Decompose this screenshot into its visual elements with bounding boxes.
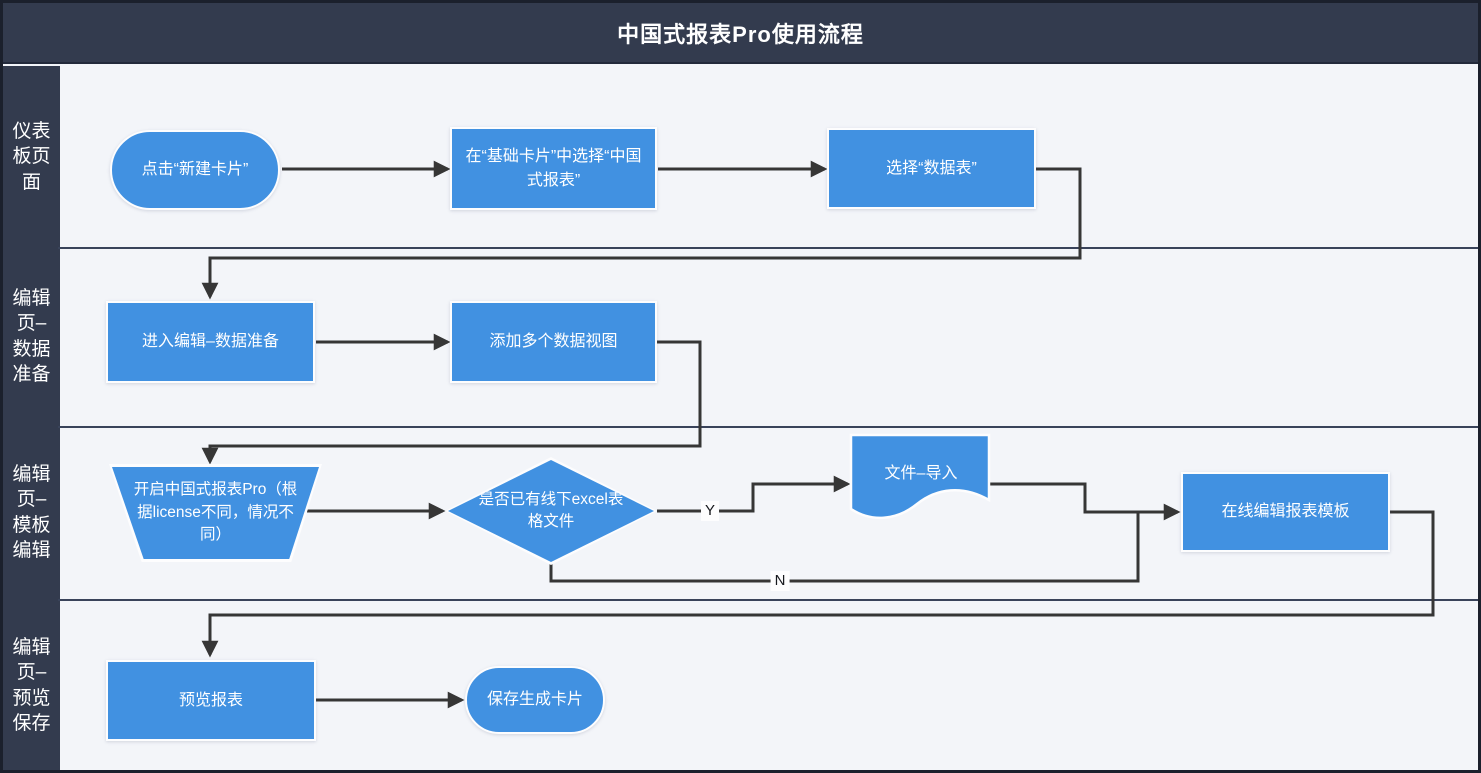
lane-label-dashboard: 仪表板页面: [12, 120, 51, 193]
node-choose-data-table[interactable]: 选择“数据表”: [827, 128, 1036, 209]
node-enable-report-pro[interactable]: 开启中国式报表Pro（根据license不同，情况不同）: [109, 464, 322, 562]
diagram-title-bar: 中国式报表Pro使用流程: [3, 3, 1478, 64]
lane-label-template-edit: 编辑页–模板编辑: [12, 464, 51, 562]
node-save-generate-card[interactable]: 保存生成卡片: [465, 666, 605, 734]
node-label: 选择“数据表”: [886, 159, 977, 177]
node-label: 进入编辑–数据准备: [142, 333, 279, 351]
node-preview-report[interactable]: 预览报表: [106, 660, 316, 741]
node-has-excel-file[interactable]: 是否已有线下excel表格文件: [445, 457, 657, 565]
node-label: 点击“新建卡片”: [141, 161, 249, 179]
node-add-data-views[interactable]: 添加多个数据视图: [450, 301, 657, 383]
lane-label-preview-save: 编辑页–预览保存: [12, 637, 51, 735]
node-file-import-label[interactable]: 文件–导入: [853, 441, 989, 501]
node-label: 在“基础卡片”中选择“中国式报表”: [465, 148, 642, 189]
lane-separator-2: [58, 426, 1478, 428]
connector-decision-no-to-onlineedit: [549, 513, 1140, 583]
lane-separator-3: [58, 599, 1478, 601]
node-label: 在线编辑报表模板: [1221, 503, 1350, 521]
node-choose-basic-card[interactable]: 在“基础卡片”中选择“中国式报表”: [450, 127, 657, 210]
connector-layer: [201, 160, 1435, 709]
node-label: 文件–导入: [884, 465, 958, 482]
connector-decision-yes-to-import: [657, 475, 851, 513]
node-label: 预览报表: [178, 691, 243, 709]
node-label: 保存生成卡片: [486, 691, 583, 709]
node-click-new-card[interactable]: 点击“新建卡片”: [110, 130, 280, 210]
diagram-title: 中国式报表Pro使用流程: [617, 21, 864, 47]
node-label: 添加多个数据视图: [489, 333, 618, 351]
lane-separator-1: [58, 247, 1478, 249]
connector-import-to-onlineedit: [989, 482, 1181, 521]
edge-label-yes: Y: [700, 501, 720, 521]
node-label: 是否已有线下excel表格文件: [478, 490, 624, 530]
swimlane-label-column: [3, 66, 60, 770]
edge-label-no: N: [770, 571, 790, 591]
node-enter-edit-data[interactable]: 进入编辑–数据准备: [106, 301, 315, 383]
node-online-edit-template[interactable]: 在线编辑报表模板: [1181, 472, 1390, 552]
node-label: 开启中国式报表Pro（根据license不同，情况不同）: [133, 481, 298, 544]
lane-label-data-prepare: 编辑页–数据准备: [12, 288, 51, 386]
